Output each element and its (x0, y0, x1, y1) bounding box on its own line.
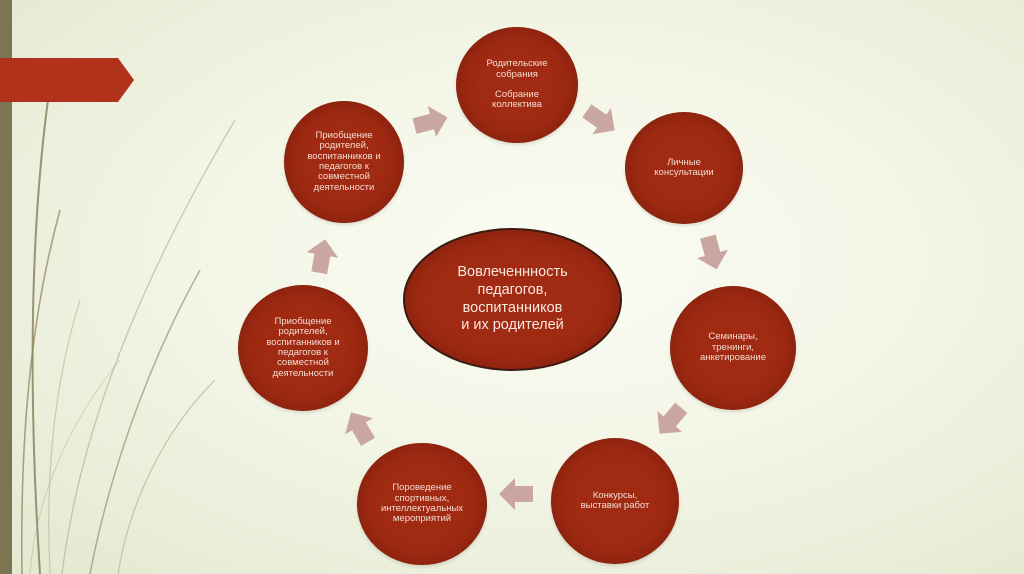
grass-decoration (20, 99, 236, 574)
node-text: Родительские собрания (486, 58, 548, 80)
node-text: Личные консультации (654, 156, 714, 178)
node-text: Семинары, тренинги, анкетирование (699, 331, 767, 364)
arrow-icon (697, 234, 728, 270)
left-accent-bar (0, 0, 12, 574)
arrow-icon (306, 239, 339, 275)
arrow-icon (345, 412, 375, 446)
node-text: Конкурсы, выставки работ (580, 489, 650, 511)
center-text: Вовлеченнность педагогов, воспитанников … (457, 264, 568, 334)
node-joint-activity-lower: Приобщение родителей, воспитанников и пе… (238, 285, 368, 411)
arrow-icon (582, 104, 615, 135)
node-seminars: Семинары, тренинги, анкетирование (670, 286, 796, 410)
node-personal-consultations: Личные консультации (625, 112, 743, 224)
arrow-icon (657, 402, 688, 434)
node-text: Приобщение родителей, воспитанников и пе… (266, 315, 340, 379)
node-text: Пороведение спортивных, интеллектуальных… (380, 482, 464, 525)
node-sports-events: Пороведение спортивных, интеллектуальных… (357, 443, 487, 565)
arrow-icon (499, 478, 533, 510)
title-banner-arrow (0, 58, 134, 102)
node-text: Собрание коллектива (492, 89, 542, 111)
center-node: Вовлеченнность педагогов, воспитанников … (403, 228, 622, 371)
node-parent-meetings: Родительские собрания Собрание коллектив… (456, 27, 578, 143)
node-text: Приобщение родителей, воспитанников и пе… (307, 129, 381, 193)
arrow-icon (412, 106, 448, 137)
node-contests: Конкурсы, выставки работ (551, 438, 679, 564)
node-joint-activity-upper: Приобщение родителей, воспитанников и пе… (284, 101, 404, 223)
banner-shape (0, 58, 134, 102)
